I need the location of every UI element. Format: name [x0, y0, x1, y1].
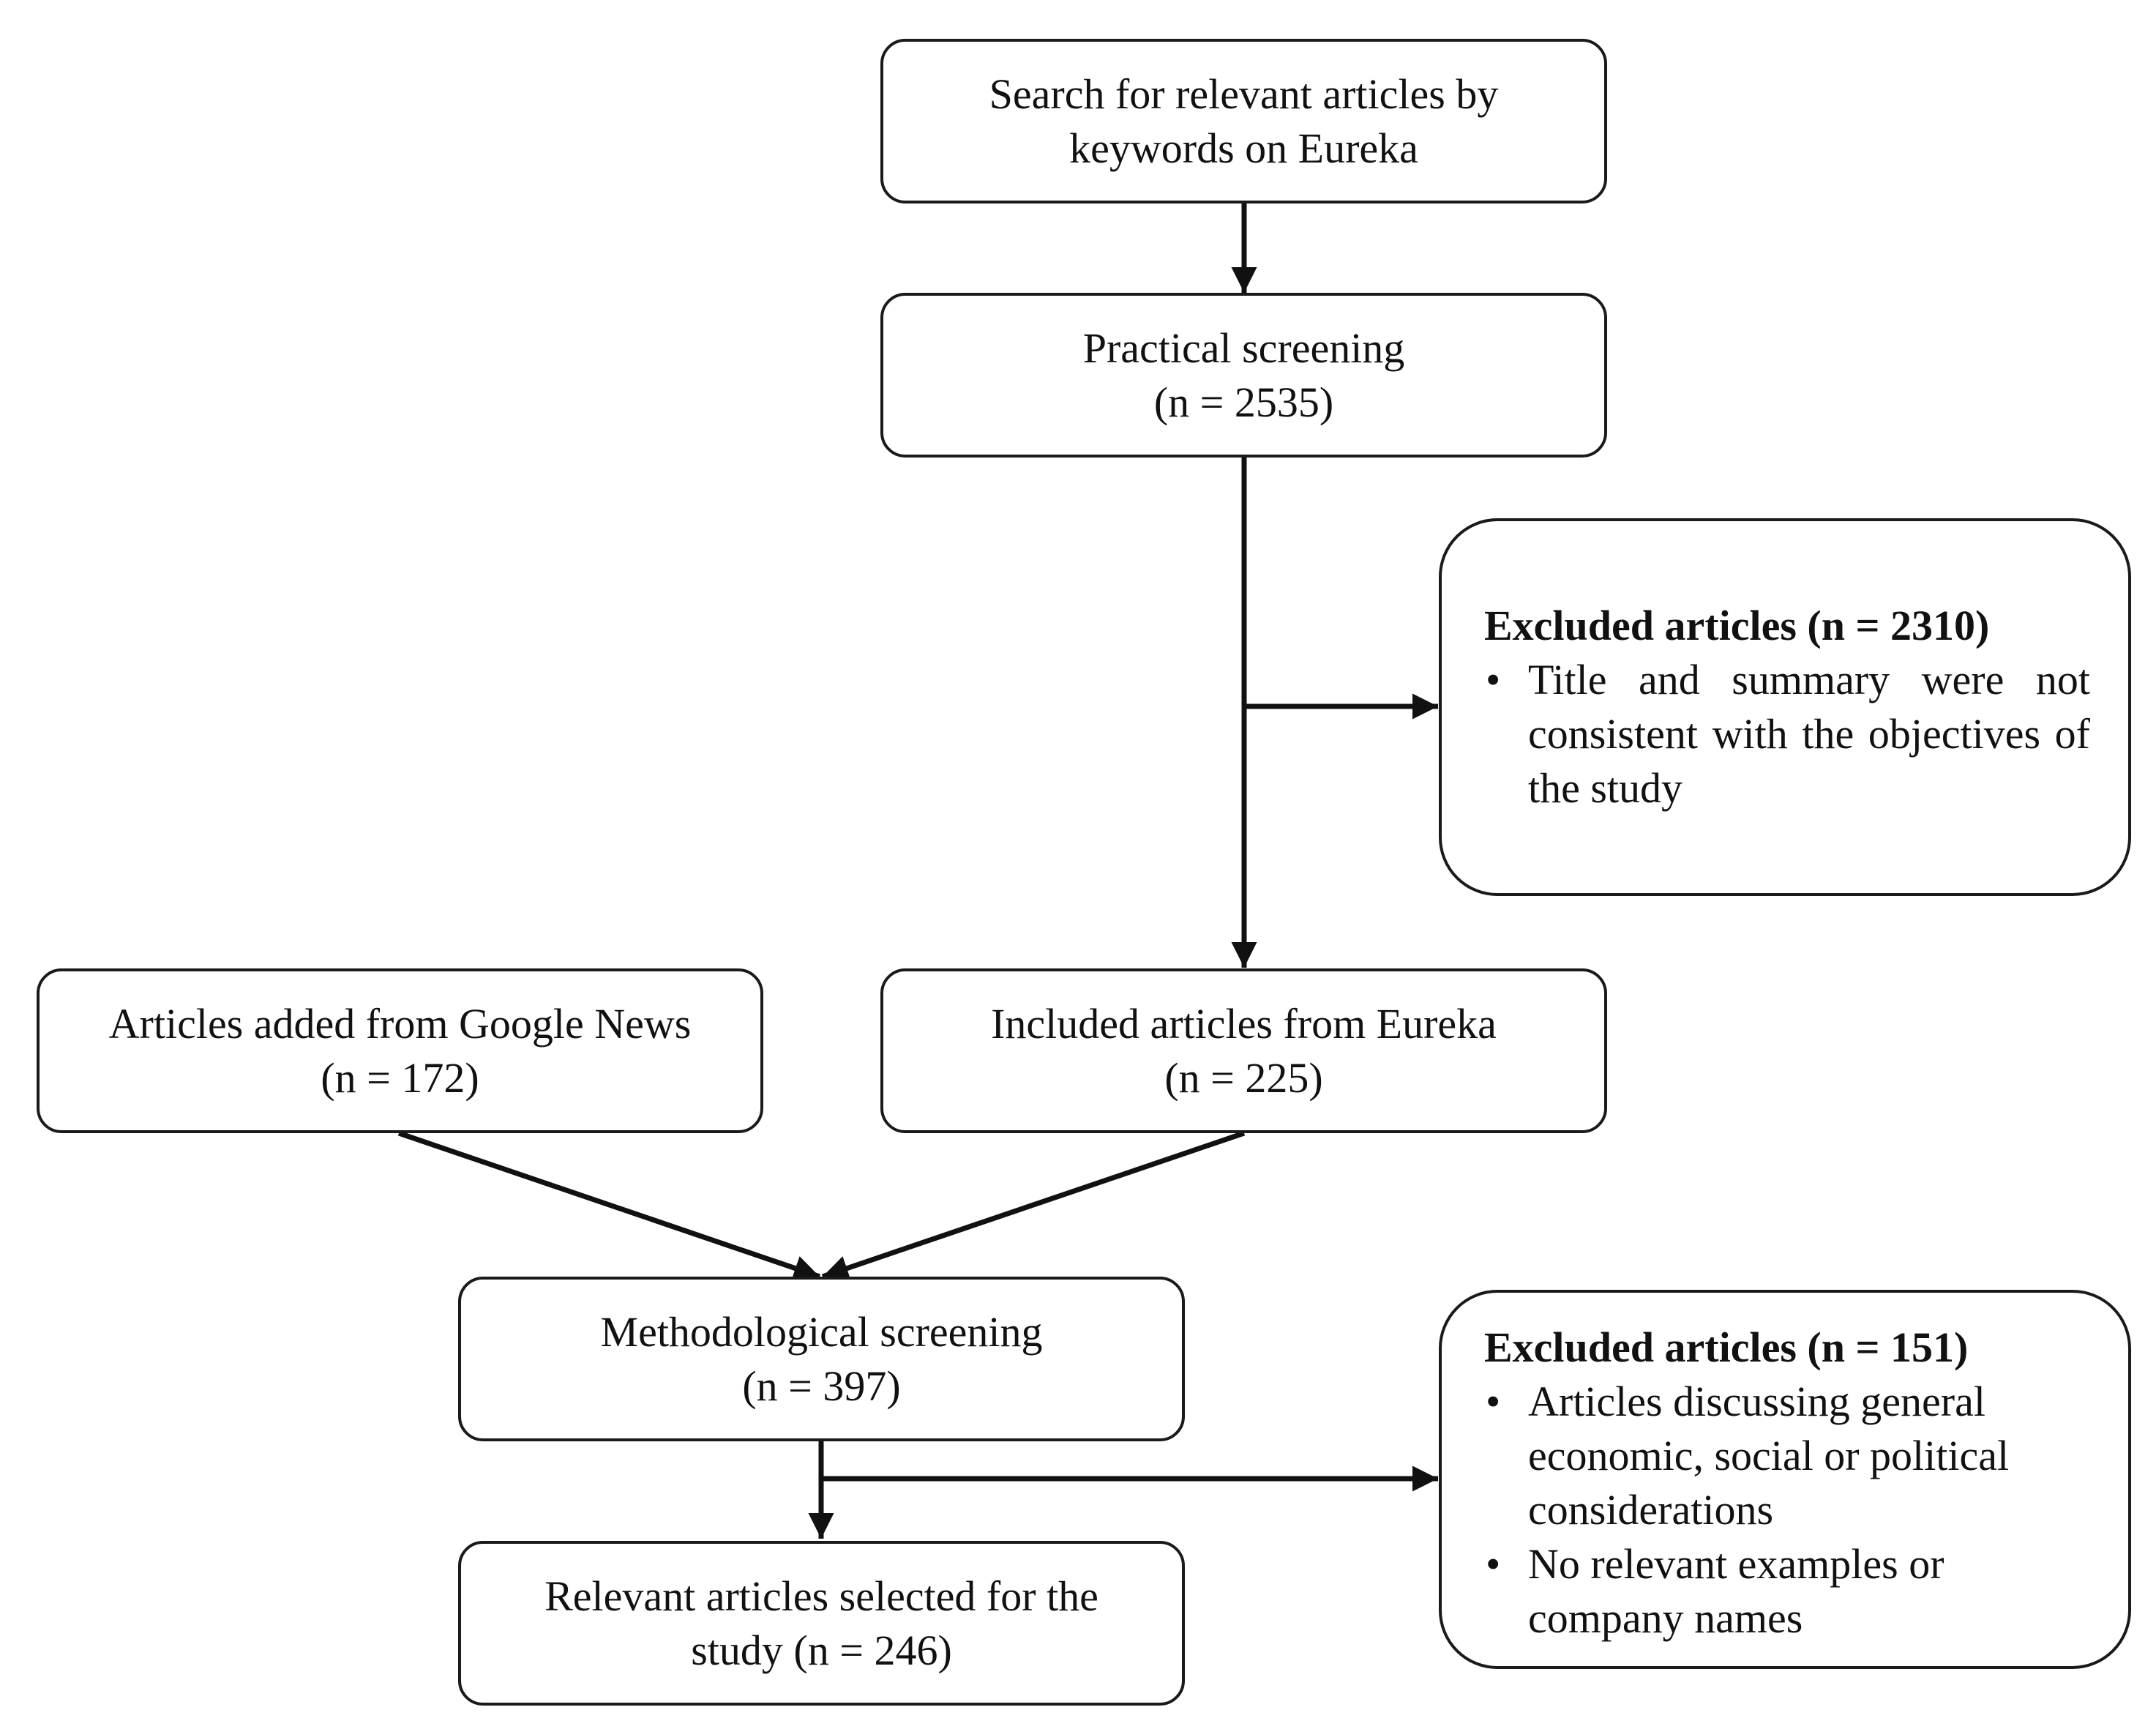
included-line-1: Included articles from Eureka: [991, 999, 1497, 1048]
methodological-screening-box: Methodological screening (n = 397): [458, 1277, 1185, 1441]
practical-screening-box: Practical screening (n = 2535): [880, 293, 1607, 458]
arrow-google-to-methodological: [397, 1130, 821, 1281]
excluded-articles-box-1: Excluded articles (n = 2310) Title and s…: [1439, 518, 2131, 896]
methodological-line-2: (n = 397): [742, 1362, 901, 1410]
included-line-2: (n = 225): [1164, 1053, 1323, 1102]
practical-line-1: Practical screening: [1082, 324, 1405, 372]
excluded-2-heading: Excluded articles (n = 151): [1484, 1323, 1969, 1371]
search-line-1: Search for relevant articles by: [989, 70, 1499, 118]
relevant-line-2: study (n = 246): [691, 1626, 952, 1674]
excluded-articles-box-2: Excluded articles (n = 151) Articles dis…: [1439, 1290, 2131, 1669]
excluded-1-heading: Excluded articles (n = 2310): [1484, 602, 1990, 649]
google-line-1: Articles added from Google News: [108, 999, 692, 1048]
excluded-1-reasons: Title and summary were not consistent wi…: [1484, 653, 2090, 815]
relevant-line-1: Relevant articles selected for the: [544, 1572, 1098, 1620]
methodological-line-1: Methodological screening: [600, 1307, 1043, 1356]
practical-line-2: (n = 2535): [1153, 378, 1334, 426]
google-line-2: (n = 172): [321, 1053, 479, 1102]
excluded-1-reason: Title and summary were not consistent wi…: [1484, 653, 2090, 815]
arrow-included-to-methodological: [821, 1130, 1246, 1281]
included-eureka-box: Included articles from Eureka (n = 225): [880, 968, 1607, 1133]
search-box: Search for relevant articles by keywords…: [880, 39, 1607, 203]
google-news-box: Articles added from Google News (n = 172…: [37, 968, 763, 1133]
excluded-2-reason: Articles discussing general economic, so…: [1484, 1375, 2090, 1537]
relevant-articles-box: Relevant articles selected for the study…: [458, 1541, 1185, 1706]
excluded-2-reason: No relevant examples or company names: [1484, 1537, 2090, 1646]
excluded-2-reasons: Articles discussing general economic, so…: [1484, 1375, 2090, 1646]
search-line-2: keywords on Eureka: [1069, 124, 1418, 172]
